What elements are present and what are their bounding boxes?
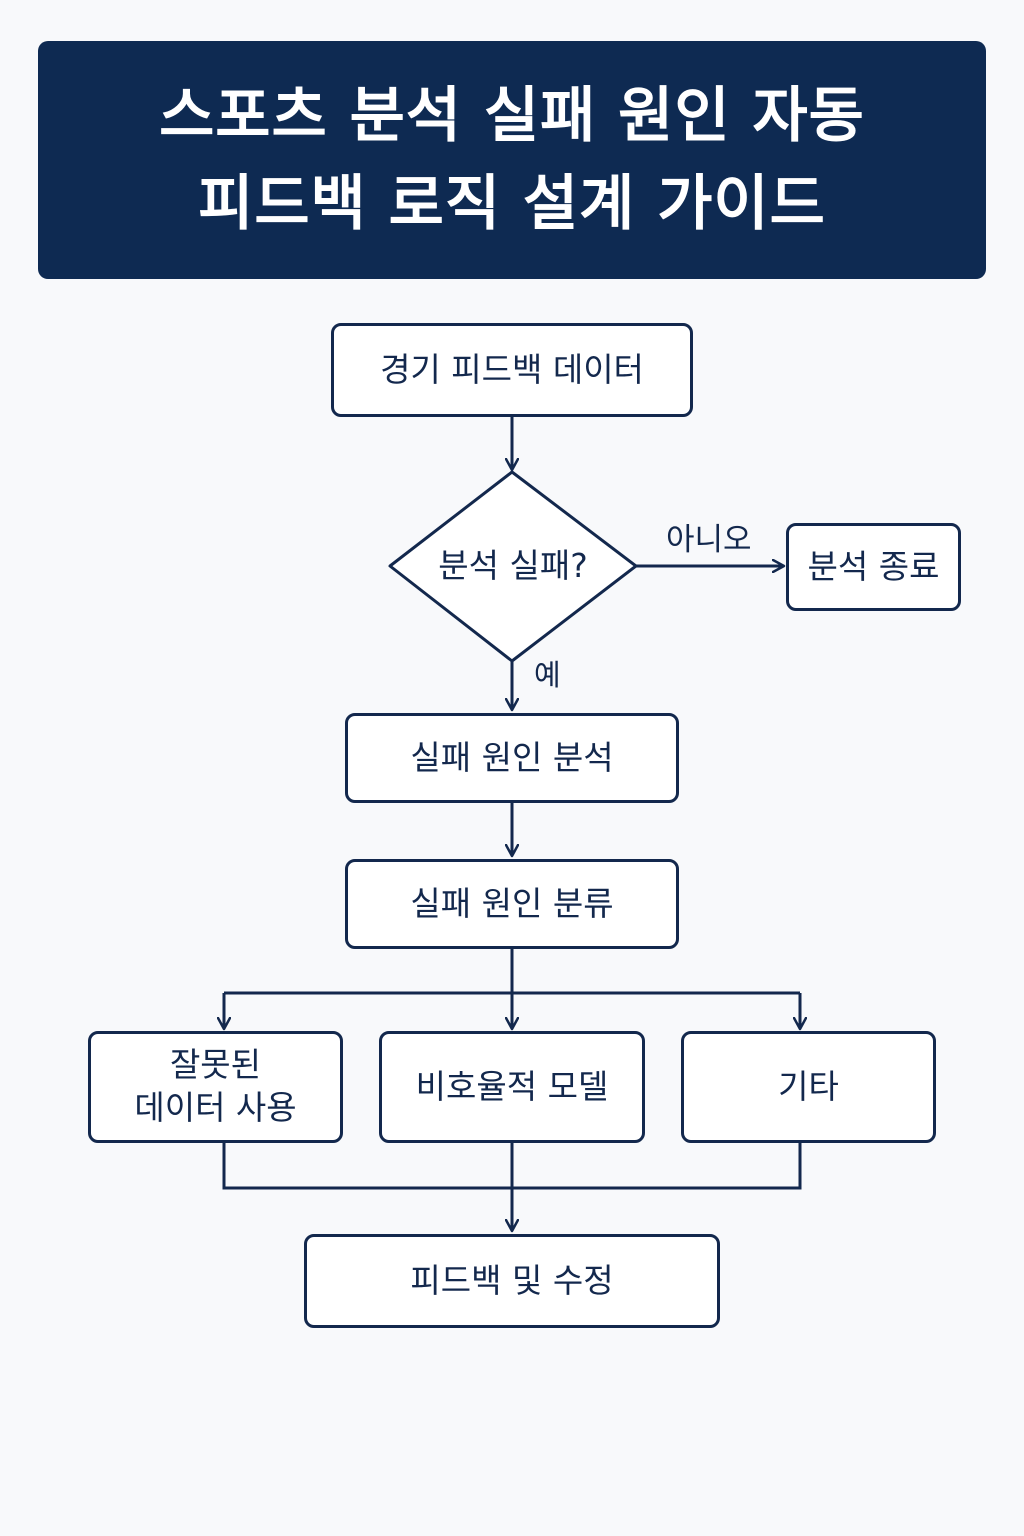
- node-analysis-end: 분석 종료: [786, 523, 961, 611]
- title-banner: 스포츠 분석 실패 원인 자동 피드백 로직 설계 가이드: [38, 41, 986, 279]
- edge-label-yes: 예: [534, 658, 561, 692]
- node-feedback-and-fix: 피드백 및 수정: [304, 1234, 720, 1328]
- node-failure-cause-classification: 실패 원인 분류: [345, 859, 679, 949]
- node-other: 기타: [681, 1031, 936, 1143]
- node-inefficient-model: 비호율적 모델: [379, 1031, 645, 1143]
- title-line-1: 스포츠 분석 실패 원인 자동: [159, 81, 865, 151]
- node-match-feedback-data: 경기 피드백 데이터: [331, 323, 693, 417]
- edge-label-no: 아니오: [666, 522, 752, 558]
- node-failure-cause-analysis: 실패 원인 분석: [345, 713, 679, 803]
- title-line-2: 피드백 로직 설계 가이드: [198, 169, 826, 239]
- decision-diamond: [388, 470, 638, 663]
- node-wrong-data-usage: 잘못된 데이터 사용: [88, 1031, 343, 1143]
- decision-label: 분석 실패?: [438, 546, 588, 585]
